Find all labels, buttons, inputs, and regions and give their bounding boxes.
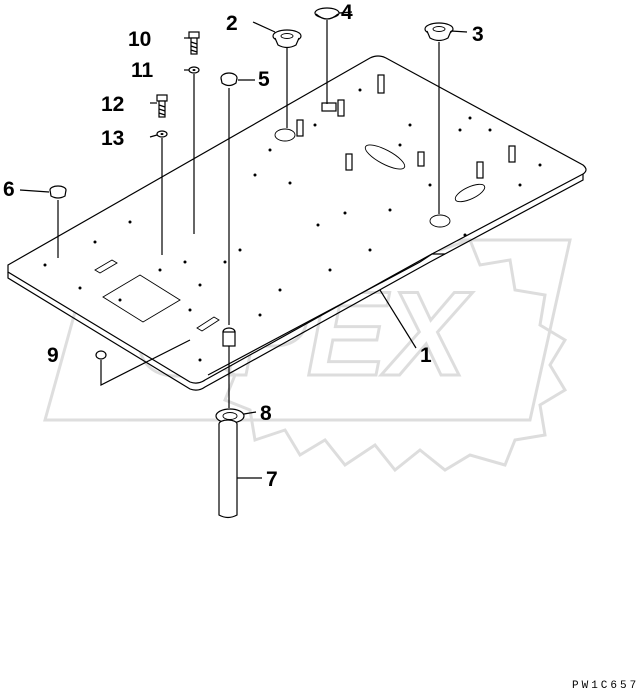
callout-3: 3	[472, 23, 484, 46]
drawing-code: PW1C657	[572, 680, 639, 692]
callout-6: 6	[3, 178, 15, 201]
callout-10: 10	[128, 28, 151, 51]
part-9-grommet	[95, 339, 191, 386]
plate-oval-slot-right	[364, 144, 406, 170]
plate-thickness-edge	[7, 174, 584, 391]
callout-12: 12	[101, 93, 124, 116]
plate-studs	[296, 74, 516, 179]
callout-5: 5	[258, 68, 270, 91]
part-13-washer	[156, 130, 168, 255]
plate-square-cutout	[102, 274, 181, 323]
part-4-plug	[314, 7, 340, 104]
callout-4: 4	[341, 1, 353, 24]
part-8-clamp	[215, 327, 245, 430]
callout-8: 8	[260, 402, 272, 425]
callout-1: 1	[420, 344, 432, 367]
callout-13: 13	[101, 127, 124, 150]
plate-holes	[43, 88, 542, 362]
floor-plate	[7, 55, 587, 391]
plate-grommet-hole-2	[274, 128, 296, 142]
leader-lines	[19, 11, 468, 479]
plate-step-edge	[207, 253, 445, 376]
part-10-bolt	[188, 31, 200, 55]
callouts: 1 2 3 4 5 6 7 8 9 10 11 12 13	[3, 1, 484, 491]
callout-7: 7	[266, 468, 278, 491]
part-5-cap	[220, 72, 238, 325]
part-2-grommet	[272, 29, 302, 128]
callout-2: 2	[226, 12, 238, 35]
callout-11: 11	[131, 59, 154, 82]
plate-slot-left	[94, 259, 118, 274]
plate-grommet-hole-3	[429, 214, 451, 228]
plate-slot-front	[196, 316, 220, 332]
part-3-grommet	[424, 22, 454, 214]
part-6-cap	[49, 185, 67, 258]
part-7-pipe	[218, 419, 238, 519]
part-12-bolt	[156, 94, 168, 118]
plate-oval-slot-lower	[454, 183, 486, 203]
callout-9: 9	[47, 344, 59, 367]
